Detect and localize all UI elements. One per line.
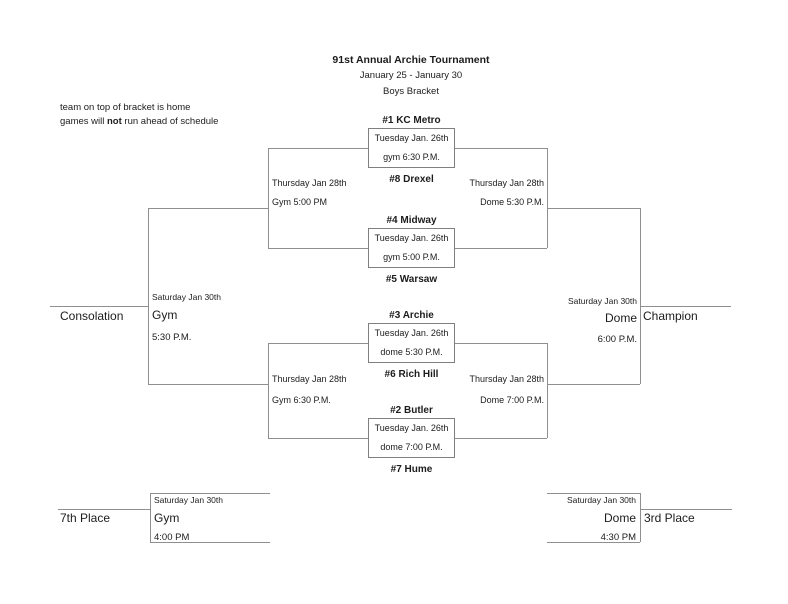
game-2-away-team: #5 Warsaw: [385, 274, 438, 285]
champion-venue: Dome: [604, 311, 637, 325]
line-right-semifinal-bottom-winner: [547, 384, 640, 385]
game-4-away-team: #7 Hume: [390, 464, 433, 475]
page-title: 91st Annual Archie Tournament: [332, 54, 490, 66]
line-third-connector: [640, 493, 641, 542]
seventh-place-label: 7th Place: [60, 511, 111, 525]
game-4-venue-time: dome 7:00 P.M.: [380, 442, 443, 452]
line-game3-right: [455, 343, 547, 344]
line-left-bottom-connector: [268, 343, 269, 438]
line-game4-right: [455, 438, 547, 439]
note-schedule-suffix: run ahead of schedule: [121, 115, 219, 127]
semifinal-right-bottom-venue: Dome 7:00 P.M.: [480, 395, 544, 405]
game-3-box: Tuesday Jan. 26th dome 5:30 P.M.: [368, 323, 455, 363]
line-right-semifinal-top-winner: [547, 208, 640, 209]
third-place-date: Saturday Jan 30th: [567, 495, 636, 505]
third-place-time: 4:30 PM: [600, 532, 636, 543]
line-seventh-winner: [58, 509, 150, 510]
game-2: #4 Midway Tuesday Jan. 26th gym 5:00 P.M…: [368, 215, 455, 286]
game-3: #3 Archie Tuesday Jan. 26th dome 5:30 P.…: [368, 310, 455, 381]
seventh-place-time: 4:00 PM: [154, 532, 190, 543]
game-1-date: Tuesday Jan. 26th: [374, 133, 449, 143]
line-game2-right: [455, 248, 547, 249]
notes: team on top of bracket is home games wil…: [60, 101, 218, 128]
line-right-bottom-connector: [547, 343, 548, 438]
consolation-time: 5:30 P.M.: [152, 332, 192, 343]
line-seventh-top: [150, 493, 270, 494]
line-third-top: [547, 493, 640, 494]
game-4: #2 Butler Tuesday Jan. 26th dome 7:00 P.…: [368, 405, 455, 476]
line-game4-left: [268, 438, 368, 439]
line-third-bottom: [547, 542, 640, 543]
date-range: January 25 - January 30: [359, 70, 463, 81]
semifinal-right-top-venue: Dome 5:30 P.M.: [480, 197, 544, 207]
third-place-venue: Dome: [603, 511, 636, 525]
line-champion-winner: [640, 306, 731, 307]
seventh-place-venue: Gym: [154, 511, 180, 525]
champion-date: Saturday Jan 30th: [568, 296, 637, 306]
line-left-top-connector: [268, 148, 269, 248]
game-1-away-team: #8 Drexel: [389, 174, 434, 185]
line-consolation-winner: [50, 306, 148, 307]
semifinal-left-top-date: Thursday Jan 28th: [272, 178, 347, 188]
game-1-home-team: #1 KC Metro: [382, 115, 441, 126]
line-game3-left: [268, 343, 368, 344]
line-seventh-bottom: [150, 542, 270, 543]
champion-label: Champion: [643, 309, 698, 323]
note-schedule-bold: not: [107, 115, 122, 127]
game-4-date: Tuesday Jan. 26th: [374, 423, 449, 433]
note-schedule-prefix: games will: [60, 115, 107, 127]
game-3-home-team: #3 Archie: [389, 310, 434, 321]
semifinal-left-bottom-date: Thursday Jan 28th: [272, 374, 347, 384]
line-left-semifinal-bottom-winner: [148, 384, 268, 385]
semifinal-left-bottom-venue: Gym 6:30 P.M.: [272, 395, 331, 405]
game-1-box: Tuesday Jan. 26th gym 6:30 P.M.: [368, 128, 455, 168]
game-1: #1 KC Metro Tuesday Jan. 26th gym 6:30 P…: [368, 115, 455, 186]
game-3-venue-time: dome 5:30 P.M.: [380, 347, 443, 357]
line-game1-left: [268, 148, 368, 149]
game-2-venue-time: gym 5:00 P.M.: [383, 252, 440, 262]
consolation-venue: Gym: [152, 308, 178, 322]
game-3-away-team: #6 Rich Hill: [384, 369, 439, 380]
bracket-label: Boys Bracket: [383, 86, 439, 97]
game-4-home-team: #2 Butler: [390, 405, 433, 416]
line-consolation-connector: [148, 208, 149, 384]
note-schedule: games will not run ahead of schedule: [60, 115, 218, 129]
game-2-box: Tuesday Jan. 26th gym 5:00 P.M.: [368, 228, 455, 268]
game-2-date: Tuesday Jan. 26th: [374, 233, 449, 243]
line-game2-left: [268, 248, 368, 249]
semifinal-left-top-venue: Gym 5:00 PM: [272, 197, 328, 207]
game-2-home-team: #4 Midway: [386, 215, 437, 226]
consolation-date: Saturday Jan 30th: [152, 292, 221, 302]
game-4-box: Tuesday Jan. 26th dome 7:00 P.M.: [368, 418, 455, 458]
line-champion-connector: [640, 208, 641, 384]
consolation-label: Consolation: [60, 309, 124, 323]
line-left-semifinal-top-winner: [148, 208, 268, 209]
semifinal-right-top-date: Thursday Jan 28th: [469, 178, 544, 188]
line-seventh-connector: [150, 493, 151, 542]
champion-time: 6:00 P.M.: [597, 334, 637, 345]
game-1-venue-time: gym 6:30 P.M.: [383, 152, 440, 162]
note-home-team: team on top of bracket is home: [60, 102, 191, 113]
third-place-label: 3rd Place: [644, 511, 695, 525]
seventh-place-date: Saturday Jan 30th: [154, 495, 223, 505]
line-right-top-connector: [547, 148, 548, 248]
game-3-date: Tuesday Jan. 26th: [374, 328, 449, 338]
line-game1-right: [455, 148, 547, 149]
semifinal-right-bottom-date: Thursday Jan 28th: [469, 374, 544, 384]
line-third-winner: [640, 509, 732, 510]
